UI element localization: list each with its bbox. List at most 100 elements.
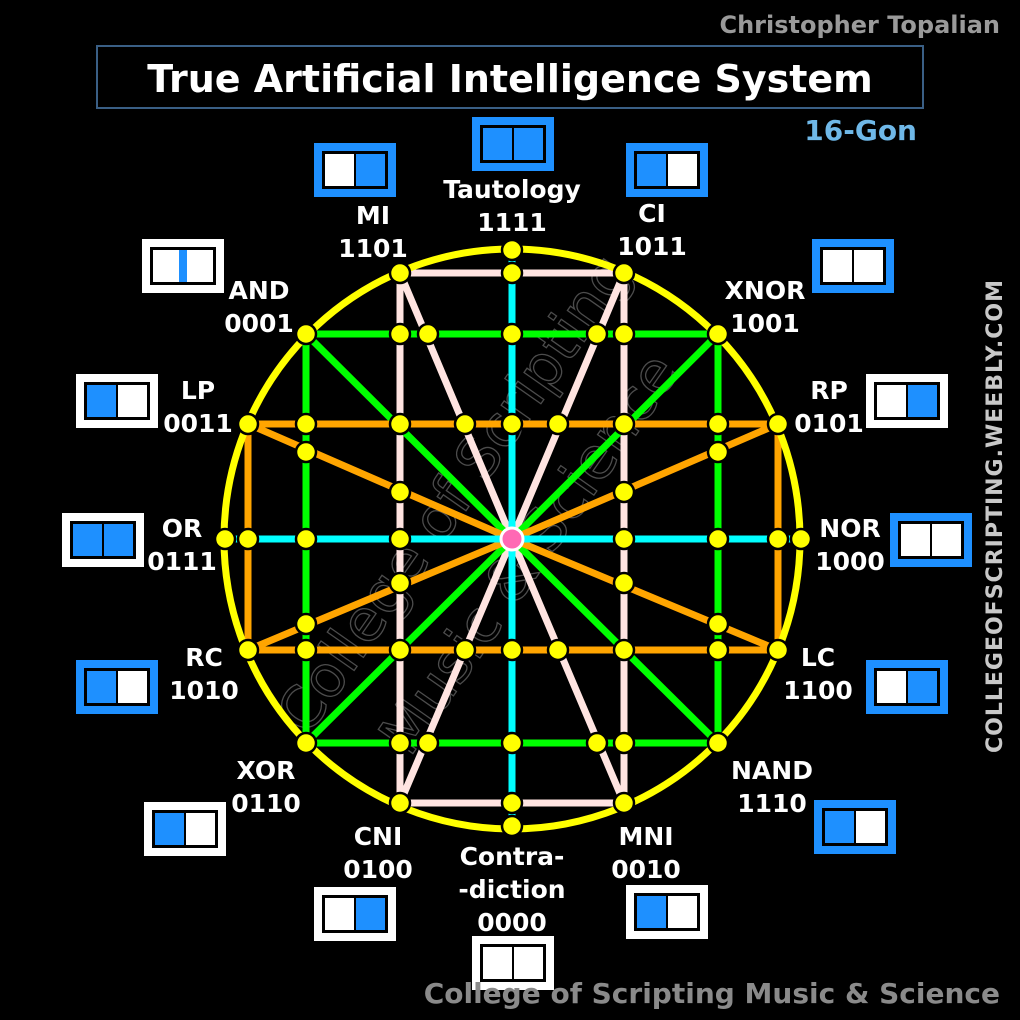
indicator-0-cell-1 <box>514 128 543 160</box>
pink-spoke-3 <box>508 535 628 807</box>
junction-node-1 <box>612 261 636 285</box>
indicator-11-cell-1 <box>118 671 147 703</box>
junction-node-44 <box>294 638 318 662</box>
indicator-13-cell-1 <box>118 385 147 417</box>
junction-node-53 <box>500 731 524 755</box>
operator-name-mni: MNI <box>618 822 673 851</box>
indicator-2-cell-1 <box>854 250 883 282</box>
operator-name-xor: XOR <box>237 756 296 785</box>
operator-name-lp: LP <box>181 376 215 405</box>
junction-node-34 <box>388 480 412 504</box>
indicator-6-cell-0 <box>825 811 854 843</box>
indicator-14 <box>142 239 224 293</box>
orange-spoke-0 <box>244 420 516 543</box>
junction-node-22 <box>500 322 524 346</box>
junction-node-42 <box>294 612 318 636</box>
green-spoke-2 <box>302 535 516 747</box>
green-spoke-0 <box>302 330 516 543</box>
operator-code-ci: 1011 <box>617 232 687 261</box>
indicator-1-cell-0 <box>637 154 666 186</box>
operator-code-nand: 1110 <box>737 789 807 818</box>
junction-node-17 <box>500 791 524 815</box>
junction-node-38 <box>612 527 636 551</box>
junction-node-35 <box>612 480 636 504</box>
orange-spoke-2 <box>244 535 516 654</box>
junction-node-45 <box>388 638 412 662</box>
indicator-14-cell-0 <box>153 250 182 282</box>
indicator-12-cell-1 <box>104 524 133 556</box>
operator-code-contra: 0000 <box>477 908 547 937</box>
pink-spoke-1 <box>508 269 628 543</box>
operator-code-tautology: 1111 <box>477 208 547 237</box>
junction-node-50 <box>706 638 730 662</box>
operator-name-or: OR <box>162 514 203 543</box>
indicator-7-cell-1 <box>668 896 697 928</box>
indicator-9-cell-1 <box>356 898 385 930</box>
indicator-3-cell-0 <box>877 385 906 417</box>
indicator-12 <box>62 513 144 567</box>
junction-node-41 <box>612 571 636 595</box>
indicator-8 <box>472 936 554 990</box>
indicator-7-cell-0 <box>637 896 666 928</box>
operator-name-contra: Contra- <box>460 842 565 871</box>
operator-name-and: AND <box>228 276 289 305</box>
operator-code-cni: 0100 <box>343 855 413 884</box>
indicator-12-cell-0 <box>73 524 102 556</box>
footer-credit: College of Scripting Music & Science <box>424 977 1000 1010</box>
junction-node-51 <box>388 731 412 755</box>
junction-node-12 <box>213 527 237 551</box>
junction-node-54 <box>585 731 609 755</box>
junction-node-23 <box>585 322 609 346</box>
operator-name-nor: NOR <box>819 514 880 543</box>
junction-node-3 <box>766 412 790 436</box>
operator-code-or: 0111 <box>147 547 217 576</box>
indicator-1 <box>626 143 708 197</box>
junction-node-10 <box>294 731 318 755</box>
indicator-4-cell-0 <box>901 524 930 556</box>
orange-spoke-3 <box>508 535 782 654</box>
orange-spoke-1 <box>508 420 782 543</box>
junction-node-25 <box>294 412 318 436</box>
indicator-6 <box>814 800 896 854</box>
operator-name-rc: RC <box>185 643 223 672</box>
indicator-11-cell-0 <box>87 671 116 703</box>
indicator-0-cell-0 <box>483 128 512 160</box>
operator-code-xor: 0110 <box>231 789 301 818</box>
indicator-8-cell-1 <box>514 947 543 979</box>
indicator-4-cell-1 <box>932 524 961 556</box>
junction-node-20 <box>388 322 412 346</box>
junction-node-49 <box>612 638 636 662</box>
operator-name-nand: NAND <box>731 756 813 785</box>
operator-code-lp: 0011 <box>163 409 233 438</box>
operator-name-xnor: XNOR <box>725 276 806 305</box>
operator-name-rp: RP <box>810 376 848 405</box>
operator-name-tautology: Tautology <box>443 175 581 204</box>
junction-node-36 <box>294 527 318 551</box>
operator-code-rp: 0101 <box>794 409 864 438</box>
indicator-14-center-mark <box>179 250 187 282</box>
pink-spoke-2 <box>396 535 516 807</box>
junction-node-8 <box>500 814 524 838</box>
junction-node-48 <box>546 638 570 662</box>
junction-node-7 <box>612 791 636 815</box>
operator-name-mi: MI <box>356 201 390 230</box>
junction-node-11 <box>236 638 260 662</box>
page-title: True Artificial Intelligence System <box>147 57 873 101</box>
operator-name-contra-line2: -diction <box>458 875 565 904</box>
junction-node-52 <box>416 731 440 755</box>
junction-node-43 <box>706 612 730 636</box>
operator-code-nor: 1000 <box>815 547 885 576</box>
junction-node-5 <box>766 638 790 662</box>
junction-node-6 <box>706 731 730 755</box>
indicator-10-cell-1 <box>186 813 215 845</box>
indicator-2-cell-0 <box>823 250 852 282</box>
indicator-5 <box>866 660 948 714</box>
junction-node-21 <box>416 322 440 346</box>
indicator-4 <box>890 513 972 567</box>
truth-indicators <box>62 117 972 990</box>
junction-node-55 <box>612 731 636 755</box>
indicator-13-cell-0 <box>87 385 116 417</box>
junction-node-4 <box>789 527 813 551</box>
operator-code-xnor: 1001 <box>730 309 800 338</box>
